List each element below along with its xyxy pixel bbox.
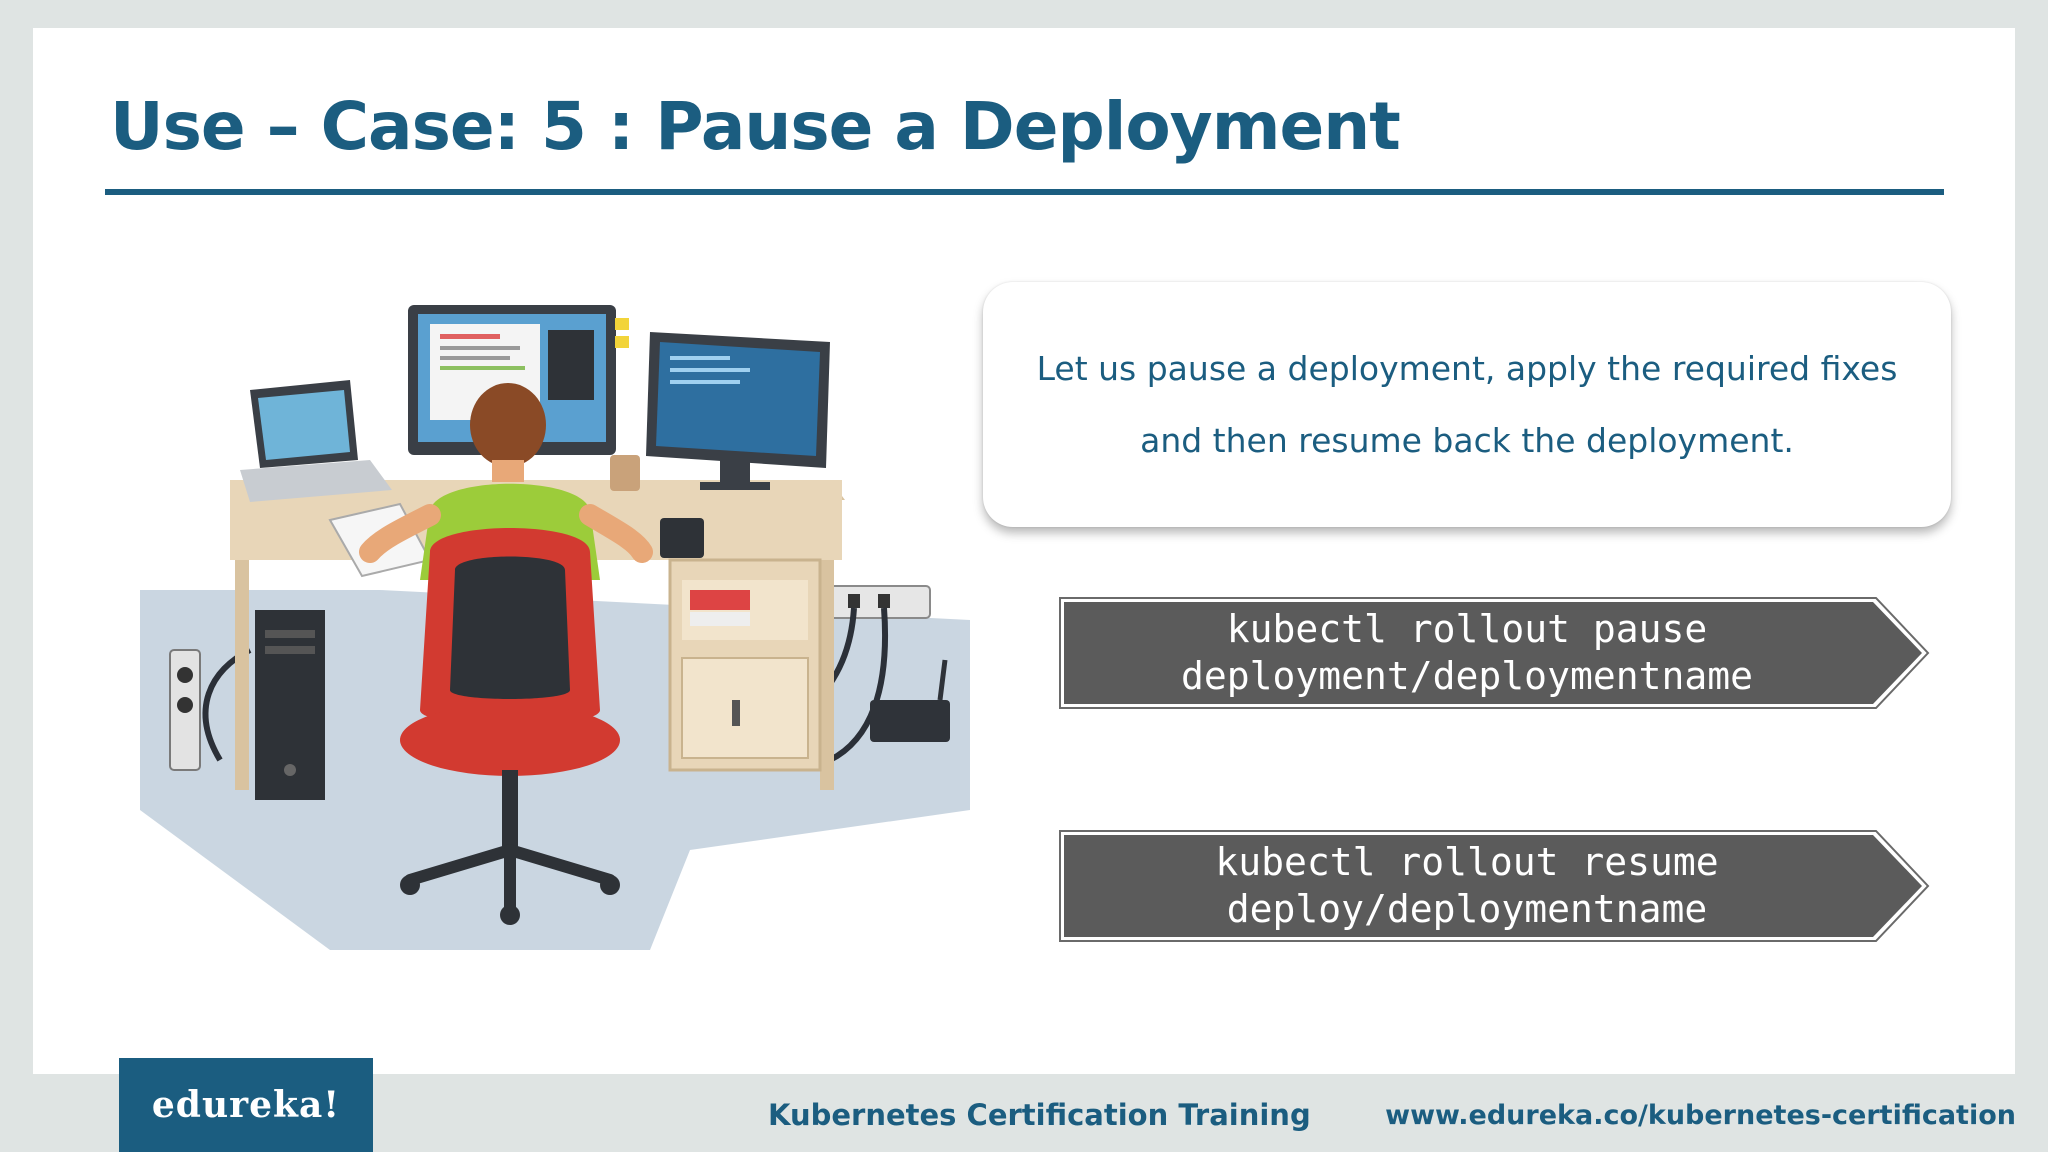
resume-command-arrow: kubectl rollout resume deploy/deployment… <box>1058 829 1930 943</box>
developer-desk-illustration <box>140 305 970 950</box>
slide-title: Use – Case: 5 : Pause a Deployment <box>110 88 1401 165</box>
footer-course-title: Kubernetes Certification Training <box>768 1098 1311 1132</box>
pause-command-arrow: kubectl rollout pause deployment/deploym… <box>1058 596 1930 710</box>
edureka-logo: edureka! <box>119 1058 373 1152</box>
description-card: Let us pause a deployment, apply the req… <box>983 282 1951 527</box>
arrow-shape-icon <box>1059 830 1930 942</box>
description-line-2: and then resume back the deployment. <box>1140 420 1794 460</box>
description-line-1: Let us pause a deployment, apply the req… <box>1036 348 1898 388</box>
title-underline <box>105 189 1944 195</box>
resume-command-line-2: deploy/deploymentname <box>1226 887 1708 931</box>
footer-url-link[interactable]: www.edureka.co/kubernetes-certification <box>1385 1100 2016 1131</box>
resume-command-line-1: kubectl rollout resume <box>1215 840 1719 884</box>
arrow-shape-icon <box>1059 597 1930 709</box>
pause-command-line-2: deployment/deploymentname <box>1181 654 1753 698</box>
pause-command-line-1: kubectl rollout pause <box>1226 607 1708 651</box>
